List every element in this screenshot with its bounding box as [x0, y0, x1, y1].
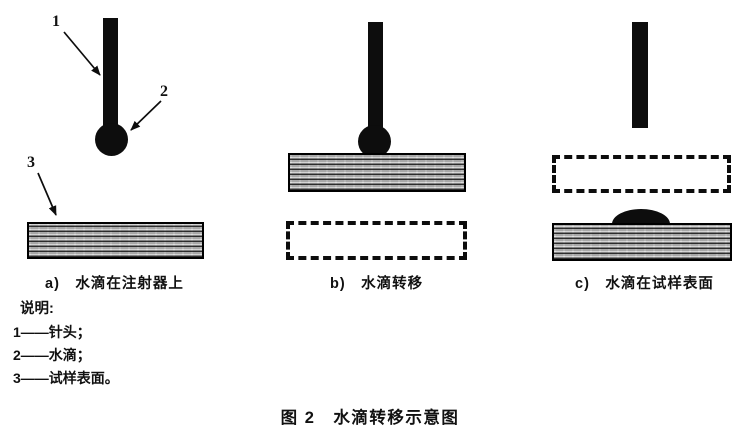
legend-item-surface: 3——试样表面。 — [13, 370, 119, 386]
needle-bar-c — [632, 22, 648, 128]
sample-surface-a — [27, 222, 204, 259]
callout-label-droplet: 2 — [160, 83, 168, 100]
caption-panel-b: b) 水滴转移 — [330, 276, 424, 292]
callout-label-surface: 3 — [27, 154, 35, 171]
legend-item-needle: 1——针头； — [13, 324, 91, 340]
caption-panel-a: a) 水滴在注射器上 — [45, 276, 184, 292]
sample-surface-c — [552, 223, 732, 261]
caption-panel-c: c) 水滴在试样表面 — [575, 276, 714, 292]
callout-label-needle: 1 — [52, 13, 60, 30]
sample-surface-b — [288, 153, 466, 192]
water-droplet-a — [95, 123, 128, 156]
callout-arrow-surface — [37, 172, 57, 216]
legend-heading: 说明: — [20, 301, 54, 317]
needle-bar-a — [103, 18, 118, 130]
legend-item-droplet: 2——水滴； — [13, 347, 91, 363]
callout-arrow-needle — [63, 31, 101, 76]
sample-surface-outline-c — [552, 155, 731, 193]
callout-arrow-droplet — [130, 100, 162, 131]
water-droplet-b — [358, 125, 391, 158]
water-droplet-on-surface — [612, 209, 670, 224]
figure-title: 图 2 水滴转移示意图 — [280, 409, 460, 427]
sample-surface-outline-b — [286, 221, 467, 260]
needle-bar-b — [368, 22, 383, 132]
